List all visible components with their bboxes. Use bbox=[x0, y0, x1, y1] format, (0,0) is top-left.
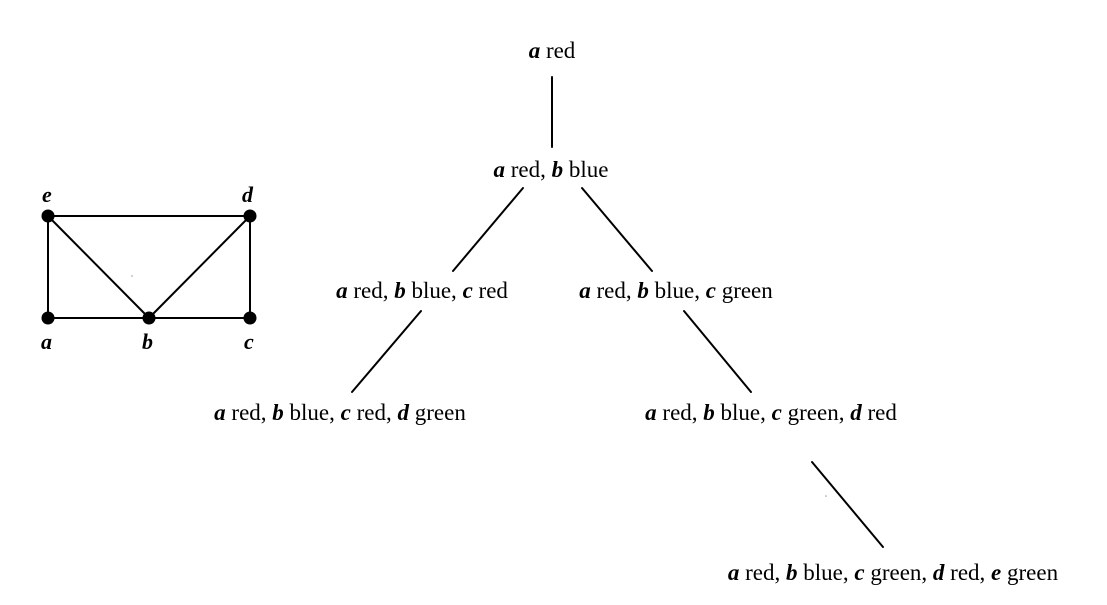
assignment-variable: a bbox=[336, 278, 348, 303]
graph-vertex-e bbox=[41, 209, 55, 223]
assignment-variable: c bbox=[706, 278, 716, 303]
tree-edge-n3-n5 bbox=[351, 310, 422, 393]
assignment-variable: a bbox=[529, 38, 541, 63]
assignment-color: red bbox=[473, 278, 509, 303]
graph-vertex-b bbox=[142, 311, 156, 325]
assignment-color: red, bbox=[226, 400, 273, 425]
assignment-color: blue, bbox=[284, 400, 341, 425]
assignment-color: red bbox=[862, 400, 898, 425]
tree-edge-n2-n3 bbox=[452, 187, 524, 272]
tree-edge-n6-n7 bbox=[811, 461, 884, 548]
tree-edge-n4-n6 bbox=[683, 310, 752, 393]
scan-speck bbox=[825, 495, 827, 497]
assignment-variable: c bbox=[463, 278, 473, 303]
assignment-color: green bbox=[716, 278, 773, 303]
assignment-color: red, bbox=[591, 278, 638, 303]
assignment-variable: d bbox=[398, 400, 410, 425]
tree-node-n2: a red, b blue bbox=[494, 157, 609, 182]
tree-edges bbox=[351, 76, 884, 548]
assignment-variable: c bbox=[854, 560, 864, 585]
assignment-color: red, bbox=[944, 560, 991, 585]
vertex-label-d: d bbox=[242, 182, 254, 207]
graph-edges bbox=[47, 215, 251, 319]
assignment-color: green, bbox=[782, 400, 850, 425]
assignment-color: blue, bbox=[715, 400, 772, 425]
assignment-color: blue, bbox=[649, 278, 706, 303]
tree-edge-n2-n4 bbox=[581, 187, 653, 272]
assignment-variable: a bbox=[214, 400, 226, 425]
graph-vertex-d bbox=[243, 209, 257, 223]
vertex-label-e: e bbox=[42, 182, 52, 207]
assignment-variable: b bbox=[552, 157, 564, 182]
assignment-variable: a bbox=[728, 560, 740, 585]
assignment-color: blue, bbox=[406, 278, 463, 303]
assignment-variable: c bbox=[772, 400, 782, 425]
graph-edge-b-d bbox=[148, 215, 251, 319]
assignment-color: red, bbox=[657, 400, 704, 425]
assignment-variable: d bbox=[933, 560, 945, 585]
vertex-label-c: c bbox=[244, 329, 254, 354]
graph-edge-e-b bbox=[47, 215, 150, 319]
assignment-variable: a bbox=[494, 157, 506, 182]
assignment-color: blue bbox=[563, 157, 608, 182]
tree-node-n7: a red, b blue, c green, d red, e green bbox=[728, 560, 1059, 585]
assignment-variable: c bbox=[341, 400, 351, 425]
assignment-variable: b bbox=[703, 400, 715, 425]
assignment-color: red, bbox=[739, 560, 786, 585]
assignment-color: red, bbox=[505, 157, 552, 182]
tree-node-n1: a red bbox=[529, 38, 576, 63]
assignment-color: green bbox=[1001, 560, 1058, 585]
assignment-color: blue, bbox=[798, 560, 855, 585]
tree-node-n4: a red, b blue, c green bbox=[579, 278, 773, 303]
assignment-variable: b bbox=[272, 400, 284, 425]
assignment-variable: d bbox=[850, 400, 862, 425]
graph: e d a b c bbox=[41, 182, 257, 354]
assignment-color: red bbox=[540, 38, 576, 63]
assignment-variable: e bbox=[991, 560, 1001, 585]
assignment-color: red, bbox=[351, 400, 398, 425]
vertex-label-a: a bbox=[41, 329, 52, 354]
graph-vertex-c bbox=[243, 311, 257, 325]
assignment-variable: a bbox=[579, 278, 591, 303]
assignment-variable: b bbox=[637, 278, 649, 303]
scan-speck bbox=[131, 275, 133, 277]
assignment-variable: b bbox=[786, 560, 798, 585]
tree-node-n5: a red, b blue, c red, d green bbox=[214, 400, 466, 425]
graph-vertex-a bbox=[41, 311, 55, 325]
tree-node-n3: a red, b blue, c red bbox=[336, 278, 508, 303]
assignment-variable: b bbox=[394, 278, 406, 303]
assignment-color: green, bbox=[865, 560, 933, 585]
assignment-color: green bbox=[409, 400, 466, 425]
assignment-variable: a bbox=[645, 400, 657, 425]
tree-node-n6: a red, b blue, c green, d red bbox=[645, 400, 897, 425]
vertex-label-b: b bbox=[142, 329, 153, 354]
graph-vertices bbox=[41, 209, 257, 325]
assignment-color: red, bbox=[348, 278, 395, 303]
